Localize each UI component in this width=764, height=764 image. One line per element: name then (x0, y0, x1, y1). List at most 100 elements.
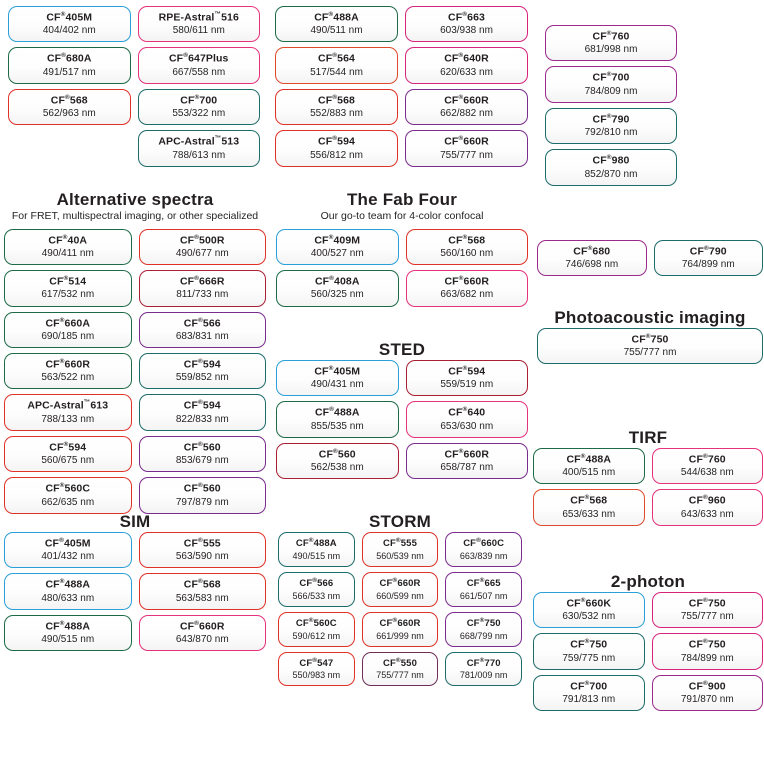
dye-spectra: 822/833 nm (175, 413, 229, 425)
dye-spectra: 755/777 nm (680, 611, 734, 623)
dye-spectra: 562/538 nm (310, 462, 364, 474)
dye-spectra: 556/812 nm (310, 149, 363, 161)
dye-spectra: 668/799 nm (459, 630, 508, 641)
dye-spectra: 663/682 nm (440, 289, 494, 301)
trademark-symbol: ® (328, 11, 334, 18)
dye-spectra: 811/733 nm (176, 289, 229, 301)
trademark-symbol: ® (479, 616, 485, 624)
dye-spectra: 690/185 nm (41, 330, 95, 342)
dye-name: CF®660R (45, 357, 91, 371)
dye-name: CF®488A (45, 578, 91, 591)
dye-name: CF®568 (318, 93, 355, 107)
dye-name: CF®564 (318, 52, 355, 65)
dye-spectra: 661/999 nm (376, 630, 424, 641)
section-title-tirf: TIRF (628, 428, 668, 447)
dye-name: CF®660R (379, 576, 421, 590)
trademark-symbol: ® (395, 537, 401, 545)
dye-name: CF®790 (689, 245, 727, 258)
dye-spectra: 544/638 nm (680, 467, 734, 479)
dye-spectra: 559/852 nm (175, 372, 229, 384)
trademark-symbol: ® (59, 357, 65, 365)
dye-name: CF®660R (444, 135, 489, 148)
dye-name: CF®980 (592, 154, 630, 167)
dye-name: CF®594 (49, 440, 87, 454)
